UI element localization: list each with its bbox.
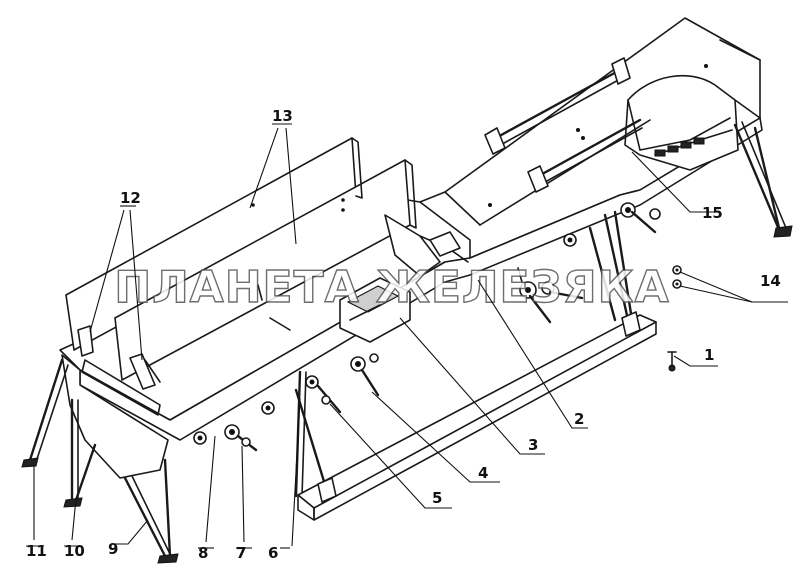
knob-group-2 [563, 233, 577, 247]
control-knobs [193, 202, 661, 452]
end-compartment [624, 74, 739, 171]
callout-4: 4 [478, 464, 488, 482]
support-legs [21, 121, 793, 564]
callout-9: 9 [108, 540, 118, 558]
callout-10: 10 [64, 542, 85, 560]
callout-6: 6 [268, 544, 278, 562]
left-end-wall [61, 354, 169, 479]
callout-1: 1 [704, 346, 714, 364]
center-instrument-block [339, 214, 469, 343]
callout-14: 14 [760, 272, 781, 290]
knob-group-3 [517, 267, 584, 324]
base-rail [297, 311, 657, 521]
leader-lines [26, 123, 788, 549]
knob-group-5 [305, 375, 342, 414]
panel-brackets [77, 325, 161, 390]
washers [672, 265, 682, 289]
callout-8: 8 [198, 544, 208, 562]
back-panels [65, 137, 417, 381]
handle-rails [484, 57, 643, 193]
compartment-floor-ribs [654, 137, 705, 157]
callout-11: 11 [26, 542, 47, 560]
callout-12: 12 [120, 189, 141, 207]
knob-group-8 [193, 431, 207, 445]
callout-7: 7 [236, 544, 246, 562]
callout-5: 5 [432, 489, 442, 507]
callout-numbers: 1 2 3 4 5 6 7 8 9 10 11 12 13 14 15 [26, 107, 781, 562]
callout-13: 13 [272, 107, 293, 125]
knob-group-1 [620, 202, 661, 234]
knob-group-7 [224, 424, 258, 452]
callout-3: 3 [528, 436, 538, 454]
fastener-bolt [667, 351, 677, 372]
knob-group-6 [261, 401, 275, 415]
callout-15: 15 [702, 204, 723, 222]
watermark-text: ПЛАНЕТА ЖЕЛЕЗЯКА [114, 262, 669, 313]
knob-group-4 [350, 353, 380, 397]
panel-front-face [79, 117, 763, 441]
callout-2: 2 [574, 410, 584, 428]
